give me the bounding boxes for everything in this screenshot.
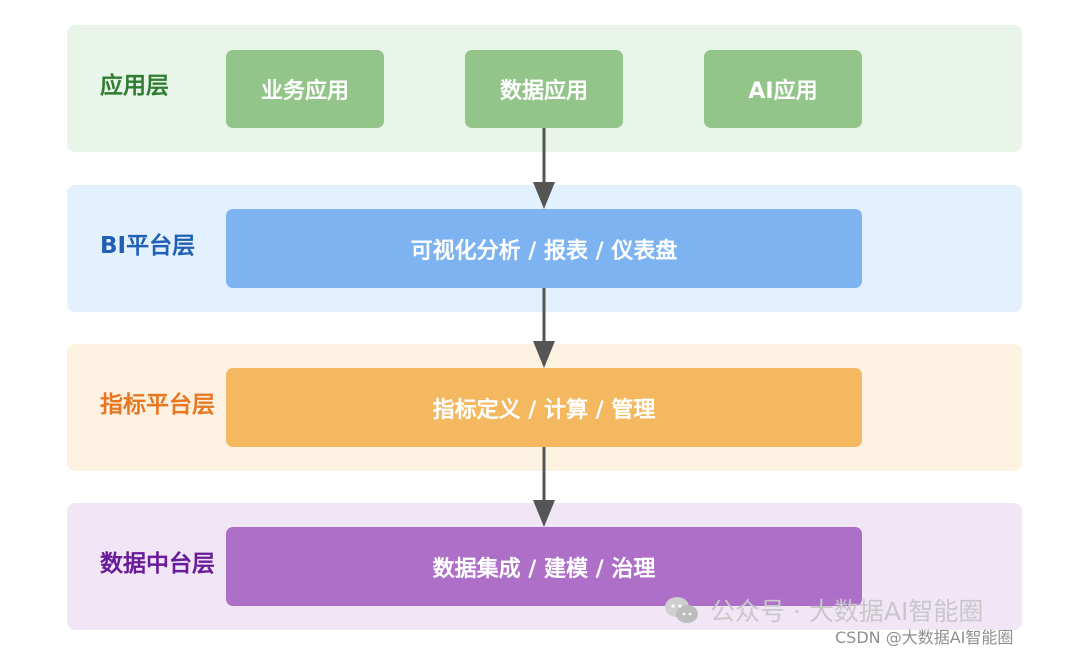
- data-middle-platform-layer-label: 数据中台层: [100, 551, 215, 577]
- metric-management-box: 指标定义 / 计算 / 管理: [226, 368, 862, 447]
- metric-platform-layer-label: 指标平台层: [100, 392, 215, 418]
- bi-platform-layer-label: BI平台层: [100, 233, 196, 259]
- ai-application-box: AI应用: [704, 50, 862, 128]
- bi-visualization-box: 可视化分析 / 报表 / 仪表盘: [226, 209, 862, 288]
- data-integration-box: 数据集成 / 建模 / 治理: [226, 527, 862, 606]
- arrow-metric-to-data: [533, 447, 555, 527]
- arrow-bi-to-metric: [533, 288, 555, 368]
- csdn-credit: CSDN @大数据AI智能圈: [835, 628, 1014, 647]
- arrow-data-app-to-bi: [533, 128, 555, 209]
- data-application-box: 数据应用: [465, 50, 623, 128]
- wechat-icon: [665, 597, 698, 623]
- business-application-box: 业务应用: [226, 50, 384, 128]
- wechat-watermark: 公众号 · 大数据AI智能圈: [664, 592, 983, 628]
- watermark-text: 公众号 · 大数据AI智能圈: [710, 597, 984, 626]
- application-layer-label: 应用层: [100, 73, 169, 99]
